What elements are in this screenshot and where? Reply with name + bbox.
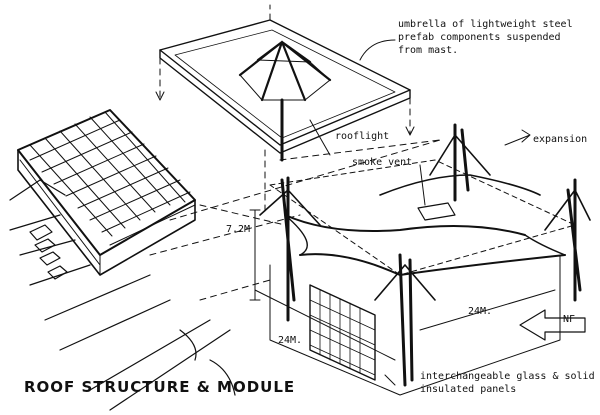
page-title: ROOF STRUCTURE & MODULE xyxy=(24,378,296,396)
leader-lines xyxy=(155,39,531,386)
roof-module xyxy=(259,123,591,396)
north-marker-label: NF xyxy=(563,314,576,325)
umbrella-module xyxy=(159,19,411,162)
annotation-umbrella: umbrella of lightweight steel prefab com… xyxy=(398,19,573,56)
dimension-lines xyxy=(249,209,556,361)
site-plan xyxy=(9,179,236,411)
roof-grid-plan xyxy=(17,109,196,276)
annotation-panels: interchangeable glass & solid insulated … xyxy=(420,371,595,395)
north-arrow-icon xyxy=(519,309,586,341)
projection-lines xyxy=(149,4,441,301)
dimension-height: 7.2M xyxy=(226,224,251,235)
dimension-width-a: 24M. xyxy=(468,306,493,317)
annotation-expansion: expansion xyxy=(533,134,588,145)
dimension-width-b: 24M. xyxy=(278,335,303,346)
annotation-smoke-vent: smoke vent xyxy=(352,157,413,168)
annotation-rooflight: rooflight xyxy=(335,131,390,142)
